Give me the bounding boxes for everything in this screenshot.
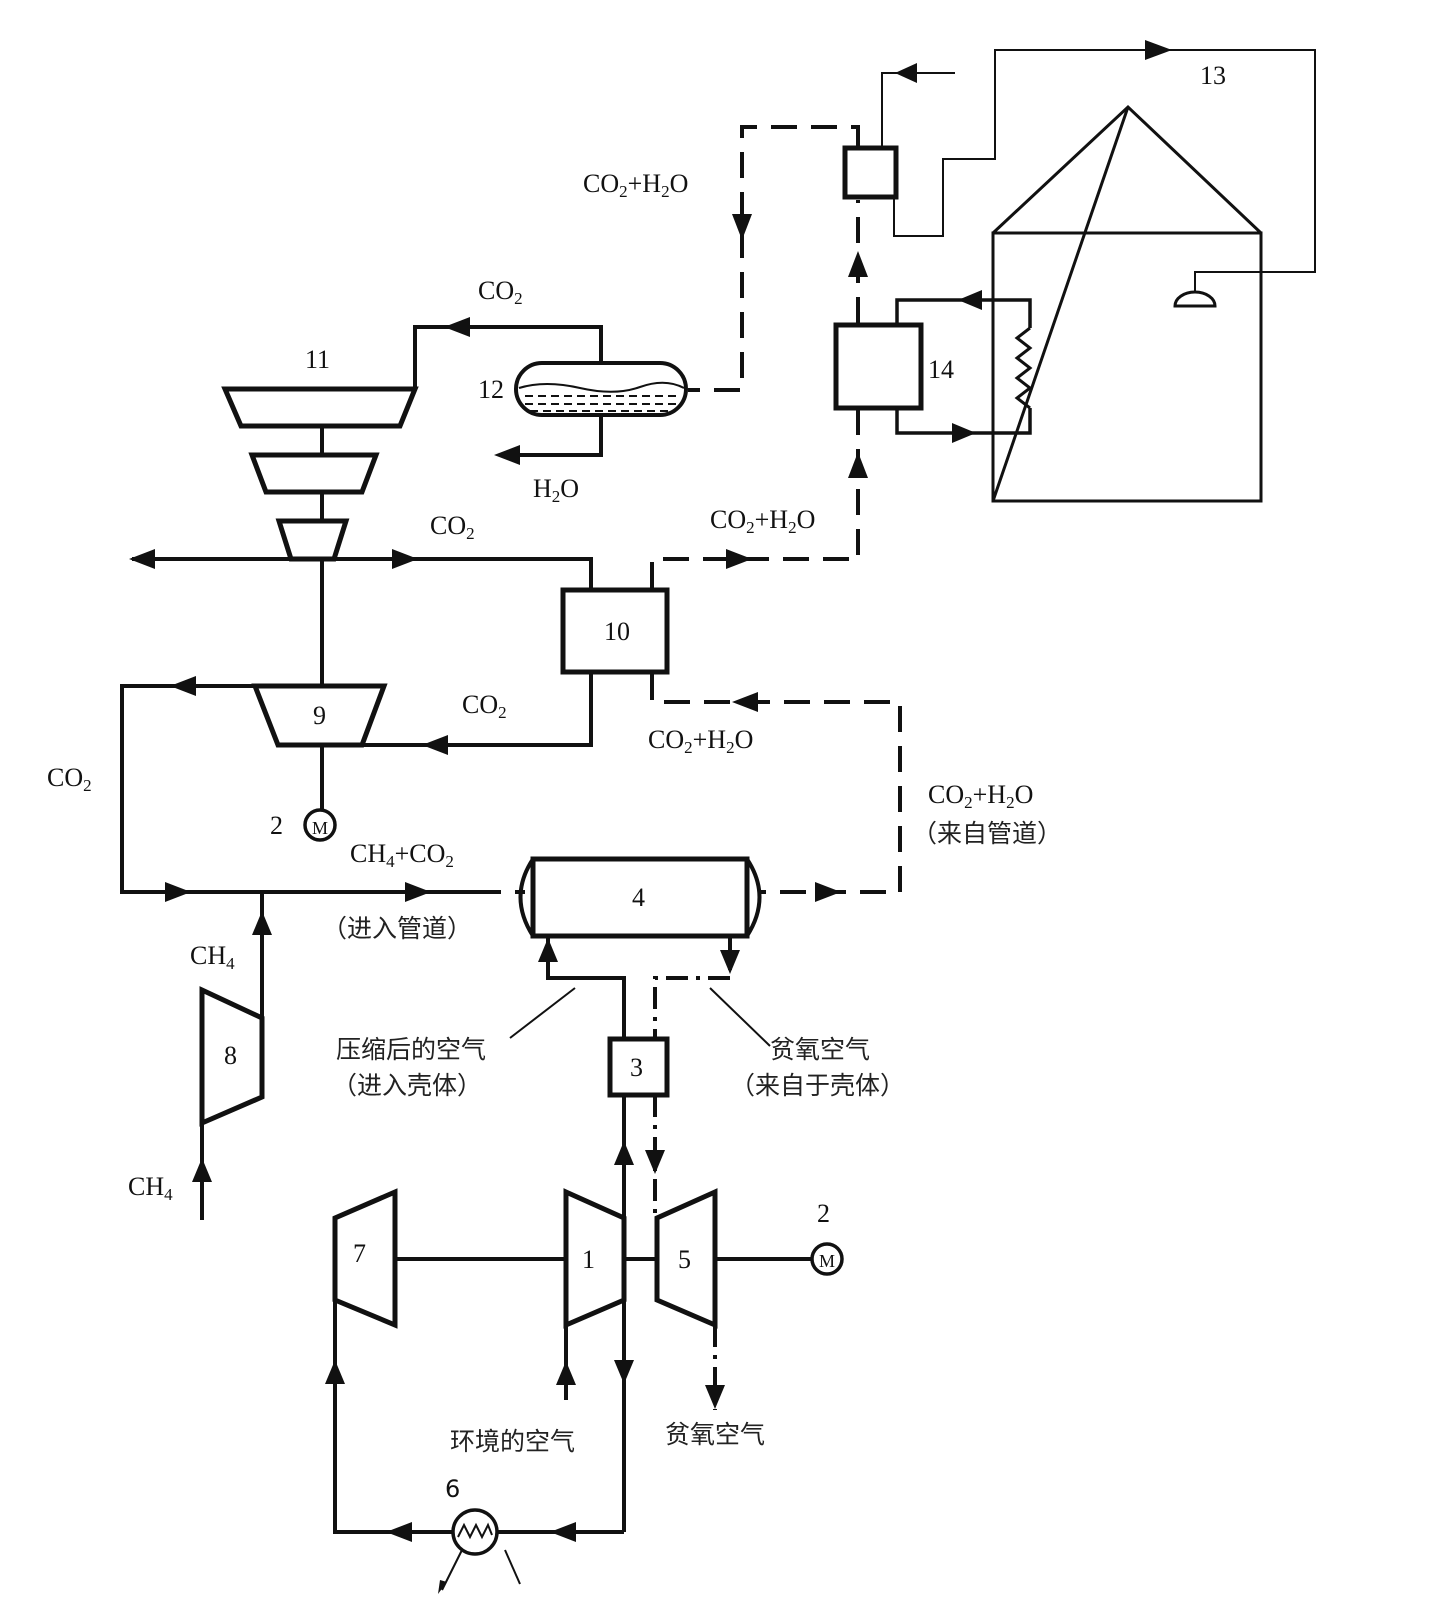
stream-h2o-out: H2O bbox=[533, 474, 579, 506]
membrane-reactor-4 bbox=[518, 856, 762, 939]
stream-co2-h2o-top: CO2+H2O bbox=[583, 169, 688, 201]
note-from-shell: （来自于壳体） bbox=[730, 1071, 905, 1100]
note-depleted-air: 贫氧空气 bbox=[770, 1035, 870, 1064]
label-11: 11 bbox=[305, 345, 330, 374]
compressor-1 bbox=[563, 1188, 627, 1329]
label-6: 6 bbox=[445, 1475, 460, 1503]
motor-m-upper: M bbox=[312, 818, 328, 838]
motor-icon bbox=[303, 808, 337, 842]
note-from-pipe: （来自管道） bbox=[912, 819, 1062, 848]
note-compressed-air: 压缩后的空气 bbox=[336, 1035, 486, 1064]
unit-10 bbox=[560, 587, 670, 675]
stream-co2-split: CO2 bbox=[430, 511, 475, 543]
motor-icon bbox=[810, 1242, 844, 1276]
stream-co2-left: CO2 bbox=[47, 763, 92, 795]
unit-14 bbox=[833, 322, 924, 411]
leader-line bbox=[709, 987, 771, 1047]
label-7: 7 bbox=[353, 1239, 366, 1268]
note-into-shell: （进入壳体） bbox=[332, 1071, 482, 1100]
note-into-pipe: （进入管道） bbox=[322, 914, 472, 943]
label-2-upper: 2 bbox=[270, 811, 283, 840]
label-14: 14 bbox=[928, 355, 954, 384]
stream-ch4-co2: CH4+CO2 bbox=[350, 839, 454, 871]
motor-m-lower: M bbox=[819, 1251, 835, 1271]
stream-co2-to-9: CO2 bbox=[462, 690, 507, 722]
label-5: 5 bbox=[678, 1245, 691, 1274]
stream-ch4-out: CH4 bbox=[190, 941, 235, 973]
stream-co2-h2o-to-10: CO2+H2O bbox=[648, 725, 753, 757]
label-13: 13 bbox=[1200, 61, 1226, 90]
unit-3 bbox=[607, 1036, 670, 1098]
note-depleted-air-out: 贫氧空气 bbox=[665, 1420, 765, 1449]
stream-co2-h2o-to-14: CO2+H2O bbox=[710, 505, 815, 537]
greenhouse-13 bbox=[881, 40, 1316, 503]
small-heat-exchanger bbox=[842, 145, 899, 200]
compressor-11-stage-2 bbox=[248, 452, 380, 495]
label-1: 1 bbox=[582, 1245, 595, 1274]
note-ambient-air: 环境的空气 bbox=[450, 1427, 575, 1456]
stream-ch4-in: CH4 bbox=[128, 1172, 173, 1204]
label-2-lower: 2 bbox=[817, 1199, 830, 1228]
separator-12 bbox=[514, 361, 688, 417]
compressor-8 bbox=[199, 986, 265, 1127]
co2-diffuser-icon bbox=[1173, 290, 1217, 308]
leader-line bbox=[509, 987, 576, 1039]
compressor-11-stage-3 bbox=[275, 518, 350, 562]
turbine-5 bbox=[654, 1188, 718, 1329]
label-3: 3 bbox=[630, 1053, 643, 1082]
label-9: 9 bbox=[313, 701, 326, 730]
stream-co2-to-11: CO2 bbox=[478, 276, 523, 308]
label-4: 4 bbox=[632, 883, 645, 912]
cooler-6-icon bbox=[451, 1508, 499, 1556]
label-12: 12 bbox=[478, 375, 504, 404]
stream-co2-h2o-from-pipe: CO2+H2O bbox=[928, 780, 1033, 812]
label-8: 8 bbox=[224, 1041, 237, 1070]
heating-coil-icon bbox=[1014, 326, 1033, 410]
compressor-11-stage-1 bbox=[221, 386, 419, 429]
label-10: 10 bbox=[604, 617, 630, 646]
